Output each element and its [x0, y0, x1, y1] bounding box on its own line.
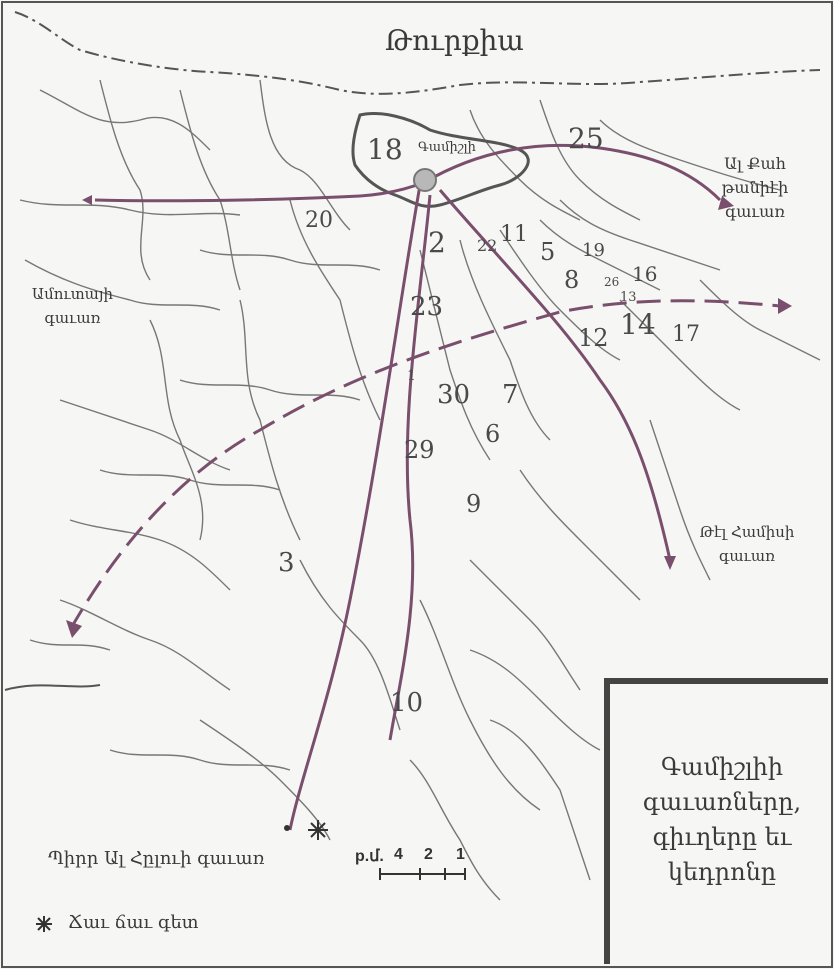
- district-number: 8: [564, 266, 580, 294]
- district-number: 22: [477, 236, 498, 255]
- arrow-dashed-west: [66, 620, 82, 638]
- district-number: 19: [582, 240, 605, 261]
- scale-tick: 2: [424, 846, 433, 863]
- scale-label: p.մ.: [355, 848, 384, 865]
- road-east: [424, 143, 722, 202]
- district-number: 6: [485, 420, 501, 448]
- roads: [94, 143, 722, 831]
- turkey-border: [14, 11, 821, 95]
- district-number: 2: [428, 226, 446, 259]
- country-label: Թուրքիա: [385, 24, 524, 57]
- district-number: 7: [502, 380, 519, 410]
- district-number: 1: [407, 368, 416, 384]
- district-number: 30: [437, 380, 471, 410]
- town-label: Գամիշլի: [418, 140, 476, 155]
- arrow-east: [718, 196, 734, 210]
- road-south-pir: [288, 184, 422, 831]
- road-west: [94, 180, 426, 203]
- district-number: 26: [604, 275, 620, 289]
- district-number: 25: [568, 122, 604, 155]
- road-label-tel-hamis-line2: գաւառ: [718, 547, 775, 565]
- road-label-tel-hamis: Թէլ Համիսի գաւառ: [688, 520, 806, 568]
- district-outlines: [19, 79, 821, 901]
- road-south-river: [388, 194, 432, 741]
- scale-tick: 1: [456, 846, 465, 863]
- district-number: 3: [278, 548, 295, 578]
- district-number: 9: [466, 490, 482, 518]
- arrow-west: [82, 195, 92, 205]
- district-number: 11: [500, 222, 528, 247]
- road-south-east: [438, 189, 672, 561]
- district-number: 29: [404, 436, 435, 464]
- road-label-amuda: Ամուտայի գաւառ: [10, 282, 135, 330]
- scale-bar: [379, 868, 466, 880]
- district-number: 13: [620, 290, 637, 305]
- road-label-al-qah: Ալ Քահ թանիէի գաւառ: [700, 152, 810, 224]
- district-number: 10: [390, 688, 424, 718]
- district-number: 23: [410, 292, 444, 322]
- dashed-road: [68, 299, 781, 631]
- district-number: 17: [672, 322, 700, 347]
- district-number: 16: [632, 262, 658, 286]
- road-label-amuda-line1: Ամուտայի: [31, 285, 114, 303]
- district-number: 18: [367, 133, 403, 166]
- road-label-al-qah-line1: Ալ Քահ: [724, 154, 786, 173]
- district-number: 20: [305, 208, 333, 233]
- road-label-tel-hamis-line1: Թէլ Համիսի: [699, 523, 795, 541]
- town-boundary: [351, 111, 530, 208]
- district-number: 5: [540, 238, 556, 266]
- oil-star-map: [308, 820, 328, 840]
- road-label-pir: Պիրր Ալ Հըլուի գաւառ: [48, 848, 265, 869]
- town-marker: [413, 168, 437, 192]
- pir-dot: [284, 825, 290, 831]
- oil-star-legend: [36, 916, 52, 932]
- district-number: 12: [578, 324, 609, 352]
- district-number: 14: [620, 308, 656, 341]
- road-label-al-qah-line3: գաւառ: [725, 202, 785, 221]
- road-label-amuda-line2: գաւառ: [44, 309, 101, 327]
- oil-legend-label: Ճաւ ճաւ գետ: [68, 912, 199, 933]
- road-label-al-qah-line2: թանիէի: [721, 178, 789, 197]
- left-boundary: [4, 684, 101, 691]
- arrow-dashed-east: [778, 298, 792, 314]
- legend-box: Գամիշլիի գաւառները, գիւղերը եւ կեդրոնը: [604, 678, 828, 964]
- arrow-tel-hamis: [664, 556, 676, 570]
- scale-tick: 4: [394, 846, 403, 863]
- legend-title: Գամիշլիի գաւառները, գիւղերը եւ կեդրոնը: [642, 753, 802, 886]
